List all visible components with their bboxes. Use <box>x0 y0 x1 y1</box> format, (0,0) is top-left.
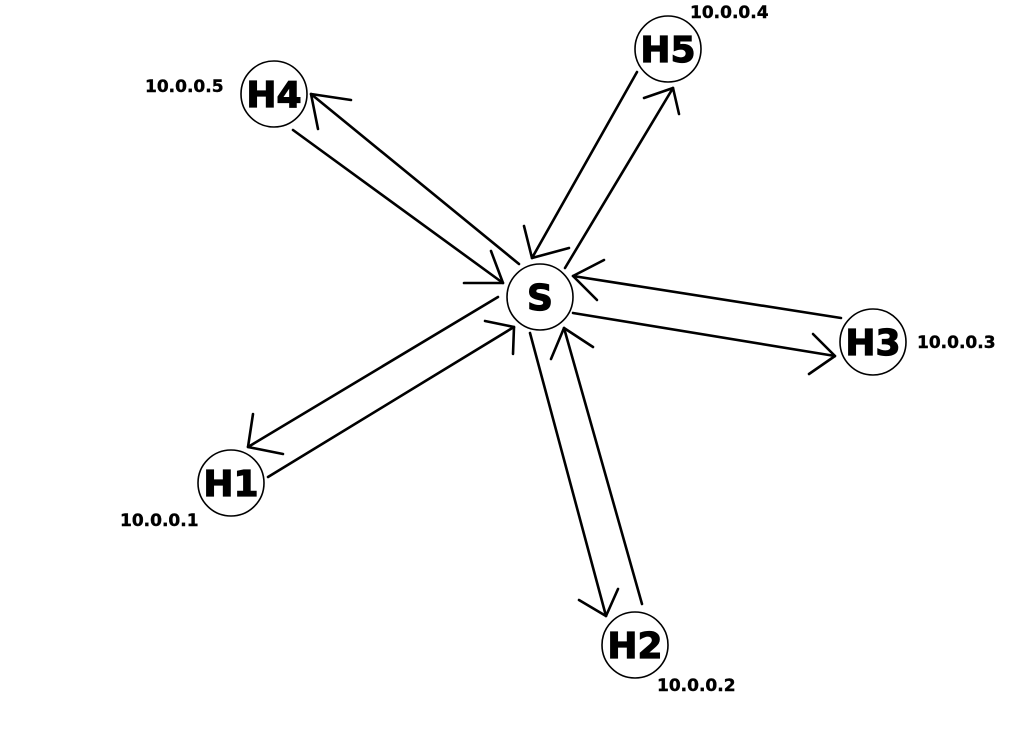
host-label-h2: H2 <box>607 626 662 667</box>
host-node-h5: H5 10.0.0.4 <box>634 3 769 83</box>
host-node-h4: H4 10.0.0.5 <box>145 60 308 128</box>
ip-label-h1: 10.0.0.1 <box>120 511 199 531</box>
ip-label-h4: 10.0.0.5 <box>145 77 224 97</box>
switch-label: S <box>527 278 553 319</box>
host-label-h3: H3 <box>845 323 900 364</box>
link-s-to-h1 <box>246 295 500 456</box>
host-node-h2: H2 10.0.0.2 <box>601 611 736 696</box>
host-label-h4: H4 <box>246 75 301 116</box>
link-s-to-h5 <box>563 86 681 270</box>
link-h1-to-s <box>266 319 516 479</box>
link-h4-to-s <box>291 128 505 285</box>
host-label-h5: H5 <box>640 30 695 71</box>
link-h2-to-s <box>549 326 644 606</box>
host-node-h3: H3 10.0.0.3 <box>839 308 996 376</box>
ip-label-h3: 10.0.0.3 <box>917 333 996 353</box>
switch-node: S <box>506 263 574 331</box>
links <box>246 70 843 618</box>
link-s-to-h2 <box>528 331 620 618</box>
link-s-to-h3 <box>571 311 837 376</box>
ip-label-h2: 10.0.0.2 <box>657 676 736 696</box>
host-label-h1: H1 <box>203 464 258 505</box>
link-h5-to-s <box>522 70 639 260</box>
host-node-h1: H1 10.0.0.1 <box>120 449 265 531</box>
link-s-to-h4 <box>309 92 521 266</box>
link-h3-to-s <box>571 258 843 320</box>
ip-label-h5: 10.0.0.4 <box>690 3 769 23</box>
